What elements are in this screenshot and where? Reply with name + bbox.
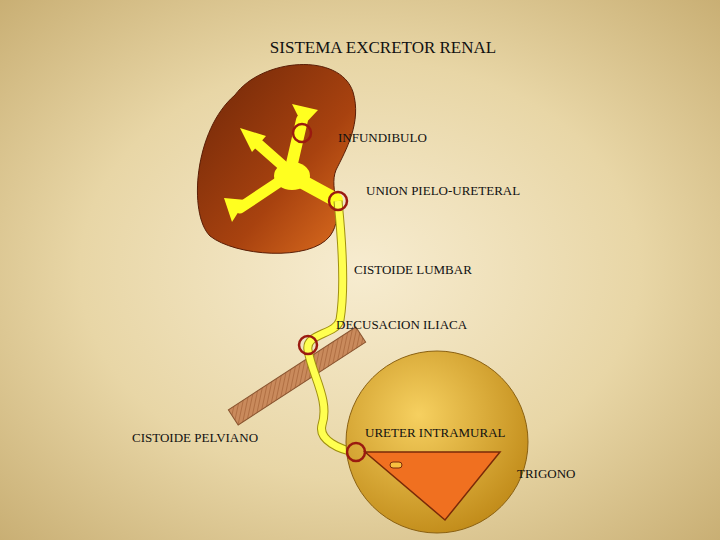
marker-circle: [299, 336, 317, 354]
marker-circle: [329, 192, 347, 210]
part-label: CISTOIDE PELVIANO: [132, 430, 258, 445]
part-label: DECUSACION ILIACA: [336, 317, 467, 332]
node-label: URETER INTRAMURAL: [365, 425, 505, 440]
part-label: INFUNDIBULO: [338, 130, 427, 145]
part-label: CISTOIDE LUMBAR: [354, 262, 472, 277]
urethral-orifice: [390, 462, 402, 468]
part-label: UNION PIELO-URETERAL: [366, 183, 520, 198]
kidney: [197, 65, 355, 254]
trigone: [365, 452, 500, 520]
iliac-vessel: [228, 327, 365, 425]
marker-circle: [293, 124, 311, 142]
bladder: URETER INTRAMURAL: [345, 350, 529, 534]
title: SISTEMA EXCRETOR RENAL: [0, 38, 720, 58]
part-label: TRIGONO: [517, 466, 576, 481]
bladder-shape: [345, 350, 529, 534]
collecting-system: [224, 104, 336, 222]
